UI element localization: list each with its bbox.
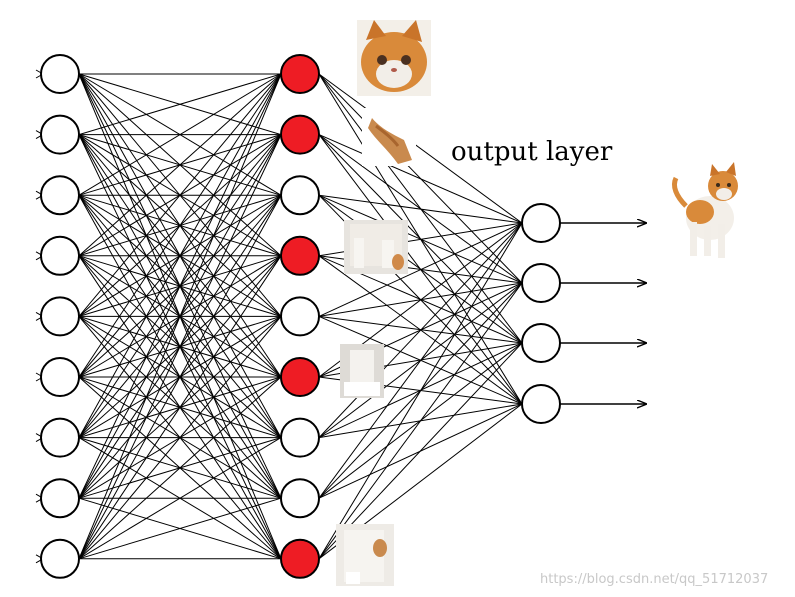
connection-in4-h1 xyxy=(78,73,282,257)
output-arrows xyxy=(560,223,646,404)
whole-cat-image xyxy=(671,162,738,258)
active-hidden-node-1 xyxy=(280,54,320,94)
hidden-node-7 xyxy=(280,417,320,458)
connection-in9-h4 xyxy=(78,255,282,560)
connection-in9-h8 xyxy=(78,497,282,560)
connection-h9-out3 xyxy=(318,342,523,560)
cat-face-patch xyxy=(357,20,431,96)
connection-in9-h2 xyxy=(78,134,282,560)
connection-in9-h1 xyxy=(78,73,282,559)
connection-h9-out1 xyxy=(318,222,523,560)
output-node-2 xyxy=(521,263,561,303)
output-node-3 xyxy=(521,323,561,363)
connection-in2-h1 xyxy=(78,73,282,136)
cat-paw-patch xyxy=(336,524,394,586)
input-node-4 xyxy=(40,235,80,276)
connection-h7-out1 xyxy=(318,222,523,438)
hidden-node-5 xyxy=(280,296,320,337)
connection-h2-out1 xyxy=(318,134,523,224)
connection-h3-out1 xyxy=(318,194,523,224)
input-node-2 xyxy=(40,114,80,155)
cat-leg-patch xyxy=(340,344,384,398)
active-hidden-node-6 xyxy=(280,357,320,397)
connection-in5-h1 xyxy=(78,73,282,317)
input-node-8 xyxy=(40,478,80,519)
input-layer xyxy=(40,54,80,579)
input-node-3 xyxy=(40,175,80,216)
connection-in9-h5 xyxy=(78,316,282,560)
connection-h1-out1 xyxy=(318,73,523,224)
output-layer-label: output layer xyxy=(451,137,613,167)
output-node-1 xyxy=(521,203,561,243)
connection-in9-h6 xyxy=(78,376,282,560)
connection-in6-h1 xyxy=(78,73,282,378)
connection-in3-h1 xyxy=(78,73,282,196)
hidden-layer xyxy=(280,54,320,579)
watermark: https://blog.csdn.net/qq_51712037 xyxy=(540,572,768,587)
input-node-7 xyxy=(40,417,80,458)
connection-in8-h1 xyxy=(78,73,282,499)
active-hidden-node-4 xyxy=(280,235,320,276)
active-hidden-node-9 xyxy=(280,538,320,579)
cat-body-patch xyxy=(344,220,408,274)
output-layer xyxy=(521,203,561,424)
hidden-node-8 xyxy=(280,478,320,519)
input-node-9 xyxy=(40,538,80,579)
connection-in9-h3 xyxy=(78,194,282,560)
connection-in9-h7 xyxy=(78,437,282,560)
cat-tail-patch xyxy=(362,108,416,166)
input-node-5 xyxy=(40,296,80,337)
input-node-1 xyxy=(40,54,80,94)
connection-h9-out2 xyxy=(318,282,523,560)
output-node-4 xyxy=(521,384,561,424)
active-hidden-node-2 xyxy=(280,114,320,155)
input-node-6 xyxy=(40,357,80,397)
hidden-node-3 xyxy=(280,175,320,216)
input-hidden-connections xyxy=(78,73,282,560)
connection-h5-out1 xyxy=(318,222,523,317)
connection-h8-out1 xyxy=(318,222,523,499)
connection-in7-h1 xyxy=(78,73,282,438)
